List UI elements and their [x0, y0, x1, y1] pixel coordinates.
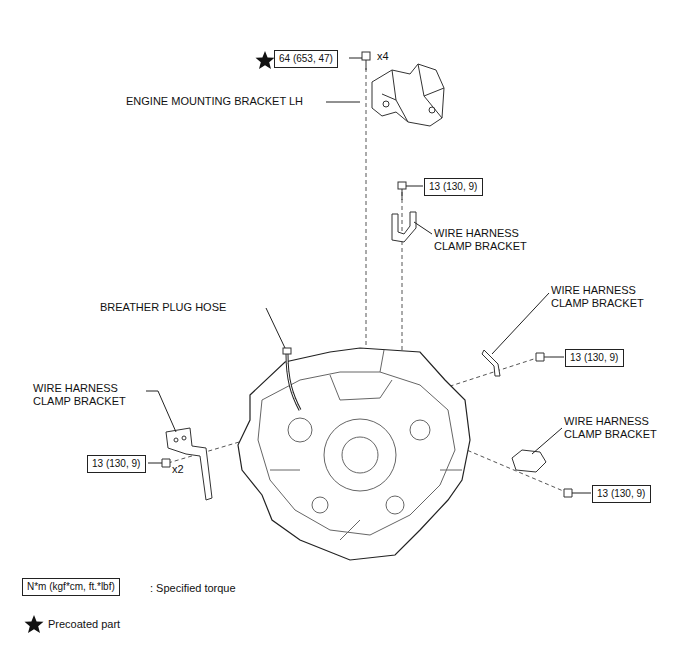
- part-name: WIRE HARNESS CLAMP BRACKET: [551, 284, 661, 310]
- part-name: ENGINE MOUNTING BRACKET LH: [126, 95, 303, 108]
- torque-value: 13 (130, 9): [597, 488, 646, 500]
- unit-legend-box: N*m (kgf*cm, ft.*lbf): [22, 578, 120, 596]
- legend-text: Precoated part: [48, 618, 120, 631]
- torque-value: 13 (130, 9): [570, 352, 619, 364]
- torque-box: 13 (130, 9): [565, 349, 624, 367]
- quantity-label: x4: [377, 50, 389, 63]
- torque-value: 13 (130, 9): [429, 181, 478, 193]
- torque-box: 64 (653, 47): [274, 50, 338, 68]
- legend-text: : Specified torque: [150, 582, 236, 595]
- torque-box: 13 (130, 9): [87, 455, 146, 473]
- quantity-label: x2: [172, 463, 184, 476]
- unit-text: N*m (kgf*cm, ft.*lbf): [27, 581, 115, 593]
- legend-star: [24, 614, 44, 634]
- torque-value: 13 (130, 9): [92, 458, 141, 470]
- part-name: WIRE HARNESS CLAMP BRACKET: [33, 382, 143, 408]
- precoated-star: [256, 51, 275, 69]
- torque-box: 13 (130, 9): [424, 178, 483, 196]
- part-name: BREATHER PLUG HOSE: [100, 301, 226, 314]
- torque-value: 64 (653, 47): [279, 53, 333, 65]
- torque-box: 13 (130, 9): [592, 485, 651, 503]
- part-name: WIRE HARNESS CLAMP BRACKET: [564, 415, 674, 441]
- part-name: WIRE HARNESS CLAMP BRACKET: [434, 227, 544, 253]
